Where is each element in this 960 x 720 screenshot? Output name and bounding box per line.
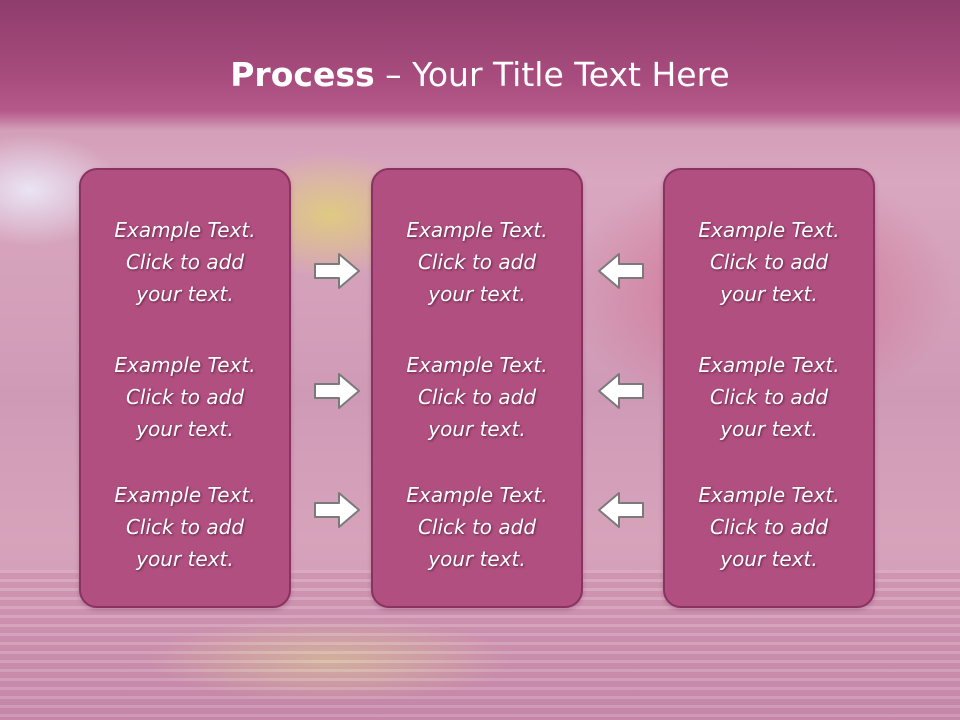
text-item[interactable]: Example Text. Click to add your text. bbox=[114, 218, 256, 306]
process-box-left[interactable]: Example Text. Click to add your text. Ex… bbox=[79, 168, 291, 608]
text-item[interactable]: Example Text. Click to add your text. bbox=[406, 353, 548, 441]
text-item[interactable]: Example Text. Click to add your text. bbox=[114, 353, 256, 441]
arrow-left-icon bbox=[598, 492, 644, 528]
arrow-right-icon bbox=[314, 492, 360, 528]
process-box-right[interactable]: Example Text. Click to add your text. Ex… bbox=[663, 168, 875, 608]
text-item[interactable]: Example Text. Click to add your text. bbox=[114, 483, 256, 571]
arrow-left-icon bbox=[598, 253, 644, 289]
title-rest: – Your Title Text Here bbox=[374, 55, 730, 94]
arrow-right-icon bbox=[314, 253, 360, 289]
text-item[interactable]: Example Text. Click to add your text. bbox=[406, 483, 548, 571]
text-item[interactable]: Example Text. Click to add your text. bbox=[406, 218, 548, 306]
process-box-center[interactable]: Example Text. Click to add your text. Ex… bbox=[371, 168, 583, 608]
slide-title[interactable]: Process – Your Title Text Here bbox=[0, 52, 960, 98]
text-item[interactable]: Example Text. Click to add your text. bbox=[698, 483, 840, 571]
arrow-left-icon bbox=[598, 373, 644, 409]
text-item[interactable]: Example Text. Click to add your text. bbox=[698, 353, 840, 441]
title-bold: Process bbox=[230, 55, 375, 94]
text-item[interactable]: Example Text. Click to add your text. bbox=[698, 218, 840, 306]
title-bar bbox=[0, 0, 960, 130]
arrow-right-icon bbox=[314, 373, 360, 409]
